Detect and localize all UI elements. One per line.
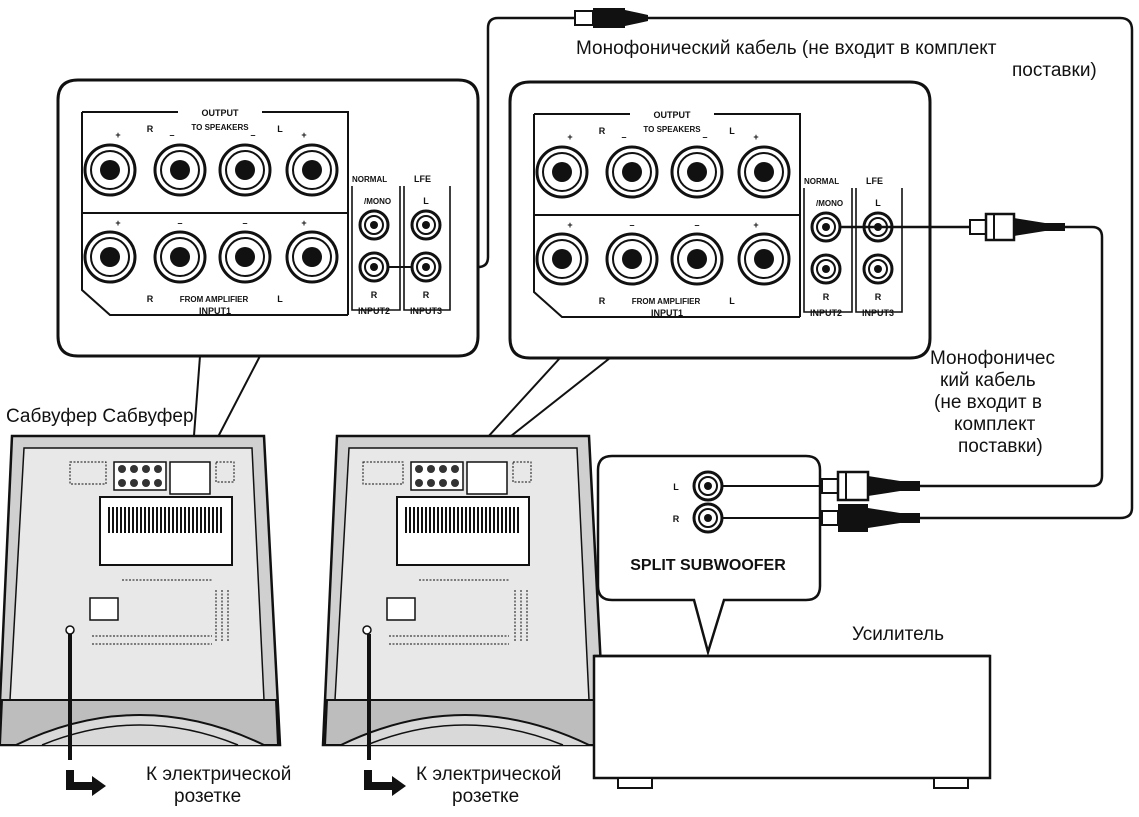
right-from-amplifier: FROM AMPLIFIER	[632, 297, 701, 306]
right-minus-1: –	[621, 132, 626, 142]
left-r-in2: R	[371, 290, 378, 300]
cable-top	[385, 16, 575, 269]
right-input1: INPUT1	[651, 308, 683, 318]
left-minus-1: –	[169, 130, 174, 140]
right-lfe: LFE	[866, 176, 883, 186]
left-l-lfe: L	[423, 196, 429, 206]
left-l-out: L	[277, 124, 283, 134]
right-l-in: L	[729, 296, 735, 306]
left-panel: OUTPUT TO SPEAKERS + – – + R L + – – + R…	[56, 78, 480, 463]
right-r-in3: R	[875, 292, 882, 302]
right-l-lfe: L	[875, 198, 881, 208]
subwoofer-caption: Сабвуфер Сабвуфер	[6, 406, 194, 427]
right-input2: INPUT2	[810, 308, 842, 318]
right-r-out: R	[599, 126, 606, 136]
rca-plug-top	[574, 8, 648, 28]
left-to-speakers-label: TO SPEAKERS	[191, 123, 249, 132]
cable-right-label-3: (не входит в	[934, 392, 1042, 413]
right-plus-3: +	[567, 220, 572, 230]
left-input3: INPUT3	[410, 306, 442, 316]
cable-top-label-2: поставки)	[1012, 60, 1097, 81]
amp-r-label: R	[673, 514, 680, 524]
amp-l-label: L	[673, 482, 679, 492]
outlet-left-label-1: К электрической	[146, 764, 292, 785]
amplifier-label: Усилитель	[852, 624, 945, 645]
right-plus-4: +	[753, 220, 758, 230]
right-minus-2: –	[702, 132, 707, 142]
left-r-in: R	[147, 294, 154, 304]
left-plus-3: +	[115, 218, 120, 228]
right-r-in: R	[599, 296, 606, 306]
arrow-right-icon	[364, 770, 406, 796]
amplifier	[592, 654, 992, 789]
left-plus-2: +	[301, 130, 306, 140]
right-output-label: OUTPUT	[654, 110, 692, 120]
left-minus-4: –	[242, 218, 247, 228]
left-plus-1: +	[115, 130, 120, 140]
right-to-speakers-label: TO SPEAKERS	[643, 125, 701, 134]
cable-right-label-2: кий кабель	[940, 370, 1036, 391]
cable-top-right	[648, 16, 1134, 520]
right-l-out: L	[729, 126, 735, 136]
right-mono: /MONO	[816, 199, 843, 208]
left-r-out: R	[147, 124, 154, 134]
right-normal: NORMAL	[804, 177, 839, 186]
left-lfe: LFE	[414, 174, 431, 184]
left-r-in3: R	[423, 290, 430, 300]
rca-plug-amp-l	[722, 470, 920, 502]
left-input1: INPUT1	[199, 306, 231, 316]
amp-split-subwoofer: SPLIT SUBWOOFER	[630, 557, 786, 574]
left-from-amplifier: FROM AMPLIFIER	[180, 295, 249, 304]
left-mono: /MONO	[364, 197, 391, 206]
outlet-right-label-2: розетке	[452, 786, 520, 807]
cable-right-label-4: комплект	[954, 414, 1036, 435]
right-input3: INPUT3	[862, 308, 894, 318]
cable-top-label-1: Монофонический кабель (не входит в компл…	[576, 38, 997, 59]
right-r-in2: R	[823, 292, 830, 302]
left-minus-2: –	[250, 130, 255, 140]
outlet-left-label-2: розетке	[174, 786, 242, 807]
left-input2: INPUT2	[358, 306, 390, 316]
rca-plug-amp-r	[722, 504, 920, 532]
cable-right-label-1: Монофоничес	[930, 348, 1055, 369]
left-minus-3: –	[177, 218, 182, 228]
subwoofer-left	[0, 434, 282, 747]
right-panel: OUTPUT TO SPEAKERS + – – + R L + – – + R…	[464, 80, 932, 463]
arrow-left-icon	[66, 770, 106, 796]
right-plus-1: +	[567, 132, 572, 142]
outlet-right-label-1: К электрической	[416, 764, 562, 785]
subwoofer-right	[321, 434, 607, 747]
left-normal: NORMAL	[352, 175, 387, 184]
left-output-label: OUTPUT	[202, 108, 240, 118]
left-plus-4: +	[301, 218, 306, 228]
right-plus-2: +	[753, 132, 758, 142]
left-l-in: L	[277, 294, 283, 304]
rca-plug-right	[969, 212, 1065, 242]
amp-callout: L R SPLIT SUBWOOFER	[596, 454, 822, 657]
right-minus-3: –	[629, 220, 634, 230]
cable-right-label-5: поставки)	[958, 436, 1043, 457]
right-minus-4: –	[694, 220, 699, 230]
